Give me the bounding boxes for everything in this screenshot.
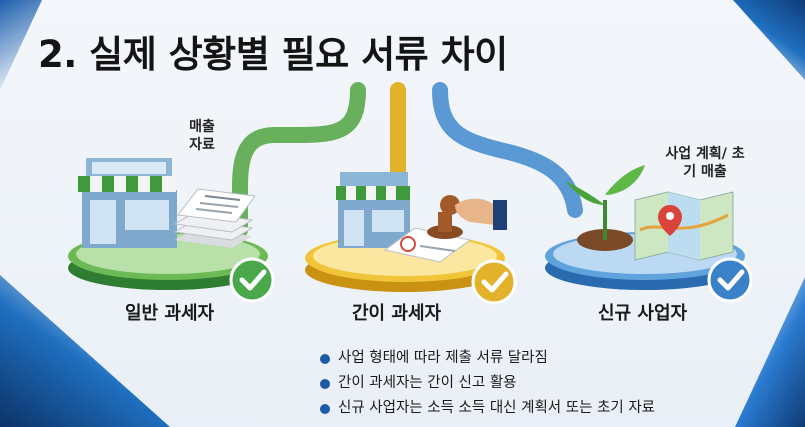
list-item: 신규 사업자는 소득 소득 대신 계획서 또는 초기 자료 xyxy=(320,396,655,421)
bullet-dot-icon xyxy=(320,403,330,414)
check-icon-simple xyxy=(471,259,517,305)
map-icon xyxy=(634,191,734,261)
blue-connector xyxy=(432,82,583,218)
label-general-taxpayer: 일반 과세자 xyxy=(125,303,215,324)
caption-business-plan: 사업 계획/ 초기 매출 xyxy=(665,146,745,180)
list-item: 사업 형태에 따라 제출 서류 달라짐 xyxy=(320,346,655,371)
green-connector xyxy=(232,82,366,238)
bullet-text: 신규 사업자는 소득 소득 대신 계획서 또는 초기 자료 xyxy=(338,400,656,416)
bullet-dot-icon xyxy=(320,353,330,364)
check-icon-general xyxy=(229,257,275,303)
stamp-icon xyxy=(383,195,507,263)
label-new-business: 신규 사업자 xyxy=(598,303,688,324)
check-icon-new xyxy=(707,257,753,303)
caption-sales-data: 매출 자료 xyxy=(189,119,215,153)
page-title: 2. 실제 상황별 필요 서류 차이 xyxy=(38,33,508,76)
list-item: 간이 과세자는 간이 신고 활용 xyxy=(320,371,655,396)
store-icon-general xyxy=(78,158,177,248)
bullet-dot-icon xyxy=(320,378,330,389)
bullet-text: 간이 과세자는 간이 신고 활용 xyxy=(338,375,517,391)
label-simplified-taxpayer: 간이 과세자 xyxy=(352,303,442,324)
bullet-list: 사업 형태에 따라 제출 서류 달라짐 간이 과세자는 간이 신고 활용 신규 … xyxy=(320,346,655,421)
document-stack-icon xyxy=(173,188,256,248)
bullet-text: 사업 형태에 따라 제출 서류 달라짐 xyxy=(338,350,548,366)
sprout-icon xyxy=(565,165,645,251)
store-icon-simple xyxy=(336,172,410,248)
